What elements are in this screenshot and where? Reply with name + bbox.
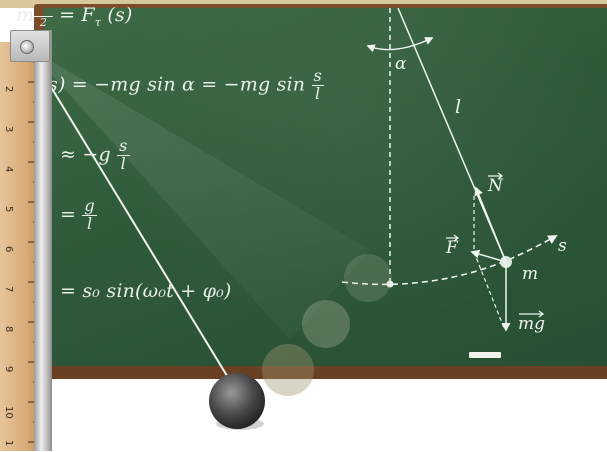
label-weight: mg <box>518 310 545 334</box>
ruler-mark: 10 <box>3 406 14 419</box>
support-pole <box>34 30 52 451</box>
label-mass: m <box>522 264 539 284</box>
ruler-mark: 5 <box>3 206 14 213</box>
vector-arrow-icon <box>519 310 544 318</box>
label-length: l <box>455 96 462 118</box>
ruler-mark: 3 <box>3 126 14 133</box>
equilibrium-point <box>386 280 394 288</box>
normal-vector <box>474 186 507 263</box>
label-force: F <box>446 234 459 258</box>
light-cone <box>26 46 370 340</box>
ruler-mark: 2 <box>3 86 14 93</box>
pivot-point <box>20 40 34 54</box>
ghost-bob <box>262 344 314 396</box>
label-alpha: α <box>395 54 407 74</box>
ruler-mark: 6 <box>3 246 14 253</box>
ruler-mark: 4 <box>3 166 14 173</box>
ghost-bob <box>302 300 350 348</box>
ruler-mark: 9 <box>3 366 14 373</box>
label-normal: N <box>488 172 503 196</box>
vector-arrow-icon <box>488 172 503 180</box>
angle-arc <box>366 37 434 53</box>
arc-path <box>341 235 558 286</box>
ruler-mark: 7 <box>3 286 14 293</box>
vector-arrow-icon <box>446 234 459 242</box>
formula-top: m 2 = Fτ (s) <box>16 4 133 29</box>
ruler-mark: 8 <box>3 326 14 333</box>
chalk-piece <box>469 352 501 358</box>
label-arc: s <box>558 236 567 256</box>
pendulum-string <box>25 45 233 385</box>
ghost-bob <box>344 254 392 302</box>
ruler-mark: 1 <box>3 440 14 447</box>
pendulum-bob[interactable] <box>209 373 265 429</box>
blackboard <box>44 8 607 366</box>
formula-solution: = s₀ sin(ω₀t + φ₀) <box>60 280 232 302</box>
force-vector <box>470 249 507 263</box>
